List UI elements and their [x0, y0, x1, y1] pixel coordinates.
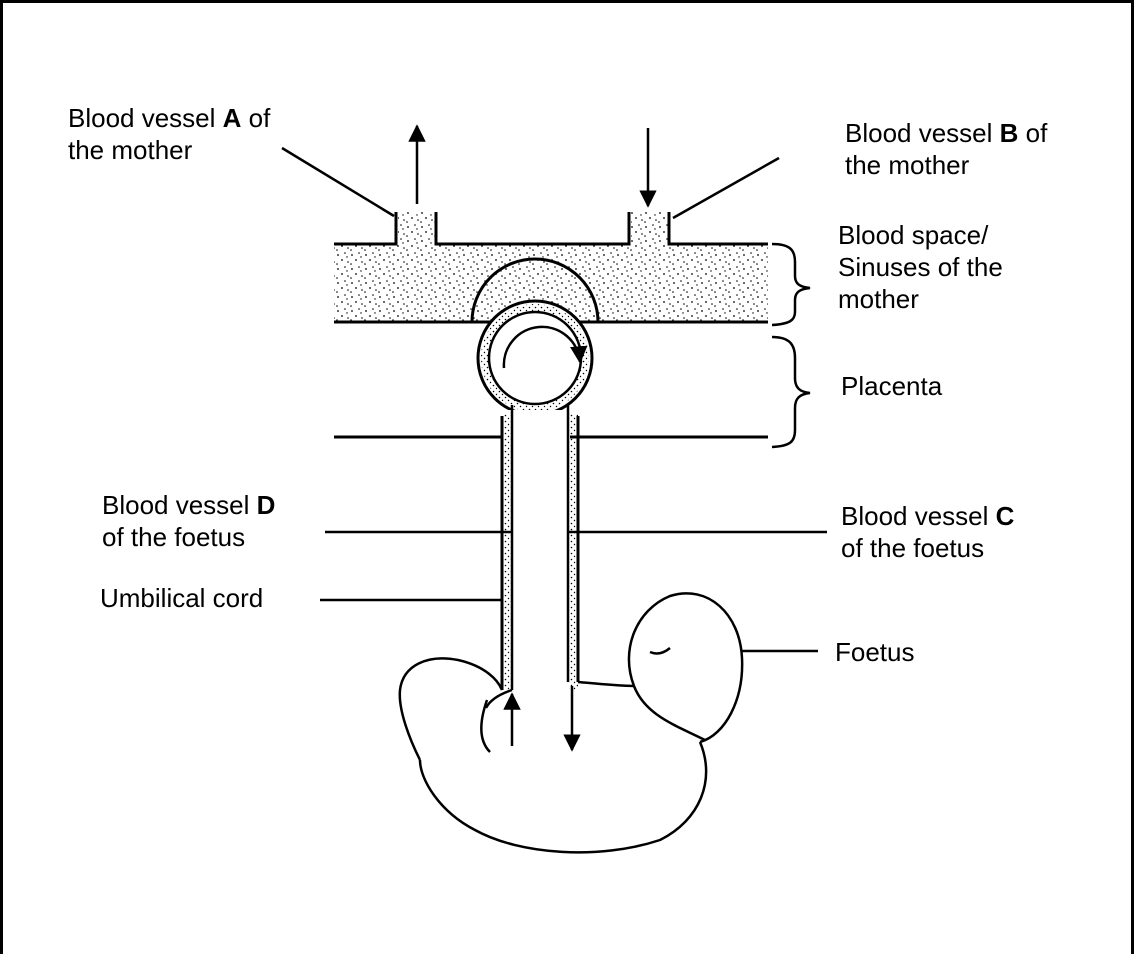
- label-placenta: Placenta: [841, 370, 942, 402]
- label-foetus: Foetus: [835, 636, 915, 668]
- label-blood-space: Blood space/ Sinuses of the mother: [838, 219, 1003, 315]
- label-vessel-b: Blood vessel B of the mother: [845, 117, 1047, 181]
- label-umbilical-cord: Umbilical cord: [100, 582, 263, 614]
- braces: [772, 244, 810, 447]
- label-vessel-a: Blood vessel A of the mother: [68, 102, 270, 166]
- label-vessel-c: Blood vessel C of the foetus: [841, 500, 1014, 564]
- umbilical-cord: [502, 405, 578, 690]
- label-vessel-d: Blood vessel D of the foetus: [102, 489, 275, 553]
